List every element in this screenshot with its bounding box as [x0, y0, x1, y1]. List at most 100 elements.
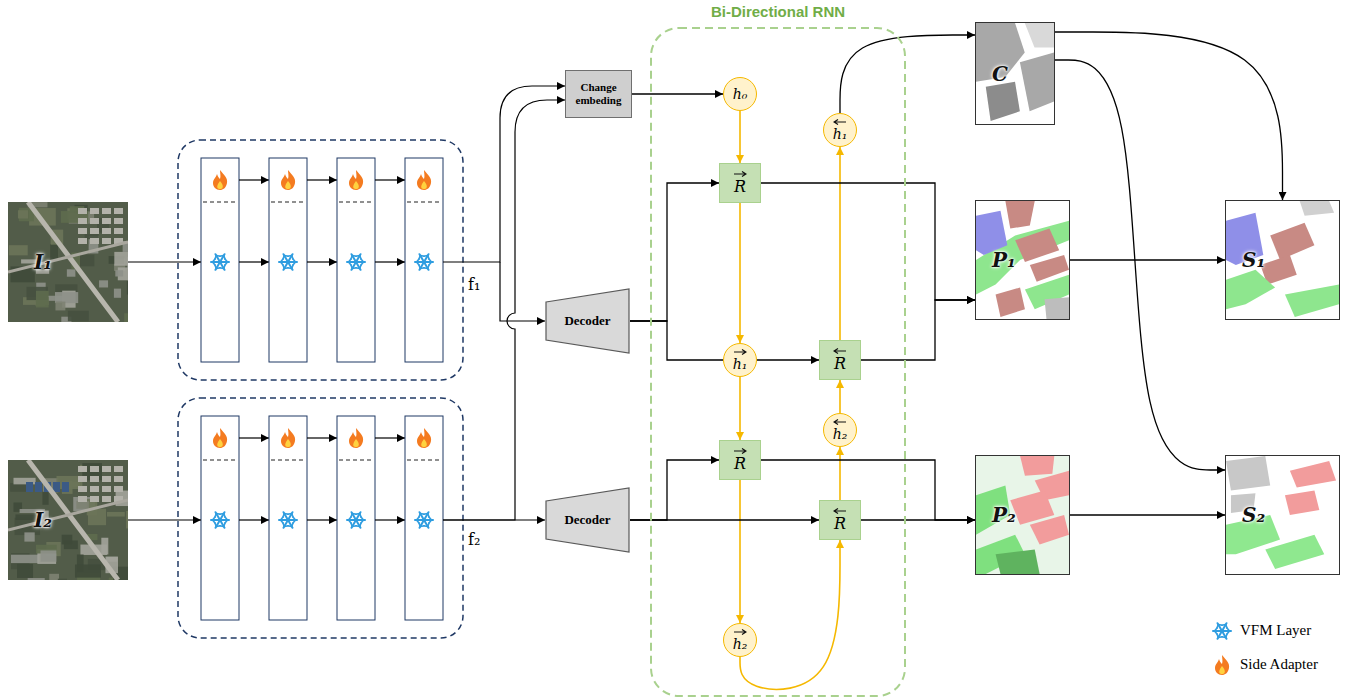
- snowflake-icon: [211, 253, 229, 272]
- node-label: h₂: [733, 637, 748, 651]
- image-building: [90, 496, 99, 502]
- encoder-layer: [405, 158, 443, 362]
- image-patch: [36, 291, 49, 308]
- snowflake-icon: [211, 511, 229, 530]
- group-outline-layer: [650, 0, 906, 698]
- image-building: [78, 238, 87, 244]
- layer-arrow: [375, 179, 405, 180]
- direction-arrow-line: [834, 349, 846, 354]
- map-region: [1270, 223, 1314, 260]
- map-image: [976, 201, 1069, 319]
- node-label: C: [992, 62, 1008, 86]
- segmentation-map: P₂: [975, 455, 1070, 575]
- connector: [761, 460, 975, 520]
- encoder-layer: [269, 158, 307, 362]
- snowflake-icon: [347, 511, 365, 530]
- image-road: [8, 242, 128, 272]
- direction-arrow: [733, 448, 747, 454]
- layer-arrow: [375, 519, 405, 520]
- snowflake-branch: [282, 254, 288, 259]
- image-solar-panel: [26, 482, 33, 492]
- map-region: [986, 82, 1020, 121]
- node-label: R: [734, 179, 746, 195]
- node-label: I₂: [34, 508, 52, 532]
- image-patch: [114, 289, 121, 298]
- snowflake-branch: [356, 512, 362, 517]
- map-region: [1030, 515, 1069, 545]
- node-label: R: [834, 356, 846, 372]
- flame-outer: [349, 428, 363, 448]
- snowflake-branch: [356, 265, 362, 270]
- encoder-layer: [201, 416, 239, 620]
- rnn-group: Bi-Directional RNNh₀h₁Rh₁Rh₂RRh₂: [650, 0, 906, 698]
- map-image: [976, 23, 1054, 124]
- decoder-block: Decoder: [545, 288, 630, 354]
- snowflake-branch: [350, 254, 356, 259]
- image-solar-panel: [35, 482, 42, 492]
- image-building: [90, 238, 99, 244]
- snowflake-branch: [424, 523, 430, 528]
- flame-inner: [285, 439, 291, 447]
- image-solar-panel: [53, 482, 60, 492]
- image-building: [102, 218, 111, 224]
- layer-divider: [407, 459, 441, 460]
- feature-wire: [443, 519, 545, 520]
- rnn-cell: R: [819, 340, 861, 380]
- encoder: [128, 140, 463, 380]
- image-patch: [11, 555, 39, 563]
- snowflake-icon: [279, 511, 297, 530]
- encoder-layer: [337, 158, 375, 362]
- flame-icon: [1215, 655, 1229, 675]
- map-region: [1020, 456, 1054, 476]
- flame-outer: [281, 170, 295, 190]
- image-building: [114, 466, 123, 472]
- image-building: [114, 218, 123, 224]
- map-ground: [1226, 456, 1339, 574]
- connector: [739, 480, 741, 623]
- satellite-image: [8, 460, 128, 580]
- node-label: h₀: [733, 87, 748, 101]
- decoder-outline: [546, 289, 629, 353]
- layer-arrow: [307, 519, 337, 520]
- direction-arrow-line: [834, 120, 846, 125]
- snowflake-branch: [418, 523, 424, 528]
- connector: [839, 147, 841, 340]
- flame-inner: [217, 439, 223, 447]
- segmentation-map: P₁: [975, 200, 1070, 320]
- image-building: [102, 228, 111, 234]
- flame-icon: [349, 428, 363, 448]
- hidden-state-circle: h₁: [723, 343, 757, 377]
- connector: [839, 380, 841, 413]
- flame-icon: [281, 428, 295, 448]
- image-patch: [42, 492, 48, 505]
- direction-arrow-line: [734, 449, 746, 454]
- image-patch: [127, 281, 128, 294]
- encoder-layer: [405, 416, 443, 620]
- snowflake-branch: [1222, 634, 1228, 639]
- snowflake-branch: [282, 265, 288, 270]
- connector: [739, 203, 741, 343]
- snowflake-branch: [424, 512, 430, 517]
- flame-icon: [213, 428, 227, 448]
- encoder: [128, 398, 463, 638]
- map-ground: [976, 23, 1054, 124]
- image-patch: [58, 579, 67, 580]
- image-patch: [40, 550, 56, 561]
- rnn-cell: R: [719, 440, 761, 480]
- image-patch: [55, 302, 65, 311]
- map-region: [1226, 270, 1275, 309]
- snowflake-branch: [356, 254, 362, 259]
- snowflake-icon: [279, 253, 297, 272]
- image-patch: [68, 311, 89, 321]
- node-label: Decoder: [564, 512, 610, 528]
- input-arrow: [128, 261, 201, 262]
- change-map: C: [975, 22, 1055, 125]
- snowflake-icon: [415, 253, 433, 272]
- connector: [739, 111, 741, 163]
- flame-outer: [1215, 655, 1229, 675]
- direction-arrow: [833, 119, 847, 125]
- direction-arrow: [833, 419, 847, 425]
- encoder-outline: [178, 140, 463, 380]
- map-region: [1300, 201, 1334, 216]
- direction-arrow-line: [834, 509, 846, 514]
